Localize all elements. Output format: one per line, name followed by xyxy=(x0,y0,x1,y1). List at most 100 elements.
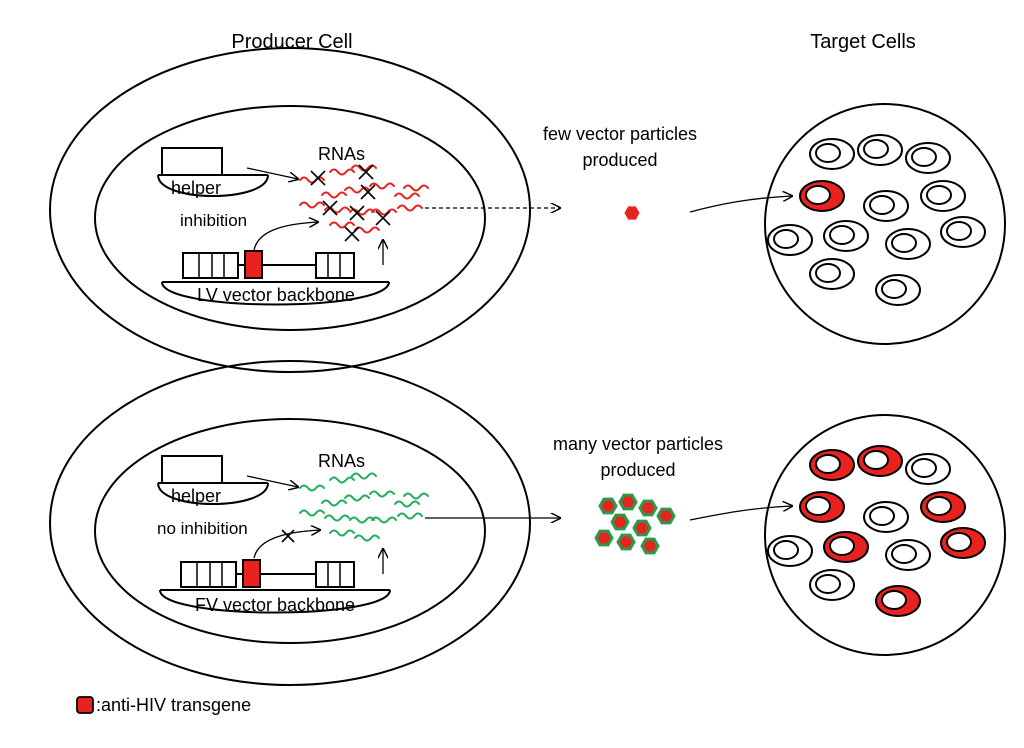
rna-strand xyxy=(371,516,397,524)
rna-strand xyxy=(403,184,429,192)
hexagon-particle-icon xyxy=(638,499,658,517)
top-helper-label: helper xyxy=(171,178,221,198)
target-cell xyxy=(863,501,909,533)
rna-strand xyxy=(324,514,350,522)
target-cell-transduced xyxy=(875,585,921,617)
top-particles-text-line2: produced xyxy=(582,150,657,170)
target-cell-transduced xyxy=(940,527,986,559)
target-cell xyxy=(905,453,951,485)
top-target-cells xyxy=(767,134,986,306)
bottom-inhibition-arrow xyxy=(253,530,320,559)
bottom-producer-cell-outer xyxy=(49,360,531,686)
target-cell-transduced xyxy=(920,491,966,523)
rna-strand xyxy=(299,509,325,517)
rna-strand xyxy=(321,191,347,199)
target-cell xyxy=(767,535,813,567)
target-cell-transduced xyxy=(809,449,855,481)
top-ltr-right xyxy=(315,252,355,279)
bottom-panel: helper RNAs no inhibition xyxy=(49,360,1006,686)
bottom-helper-plasmid: helper xyxy=(157,455,269,506)
bottom-particles-text-line2: produced xyxy=(600,460,675,480)
target-cell xyxy=(767,224,813,256)
rna-strand xyxy=(321,499,347,507)
top-panel: helper RNAs inhibition LV vector b xyxy=(49,47,1006,373)
bottom-particle-group xyxy=(594,493,676,555)
rna-strand xyxy=(369,490,395,498)
top-inhibition-label: inhibition xyxy=(180,211,247,230)
hexagon-particle-icon xyxy=(616,533,636,551)
bottom-ltr-left xyxy=(180,561,237,588)
top-transgene xyxy=(244,250,263,279)
x-mark-icon xyxy=(360,184,376,200)
top-inhibition-arrow xyxy=(253,222,318,251)
bottom-transgene xyxy=(242,559,261,588)
top-target-cell-dish xyxy=(764,103,1006,345)
target-cell xyxy=(885,228,931,260)
top-lv-vector-backbone: LV vector backbone xyxy=(161,250,390,306)
x-mark-icon xyxy=(310,170,326,186)
hexagon-particle-icon xyxy=(594,529,614,547)
hexagon-particle-icon xyxy=(656,507,676,525)
bottom-target-cells xyxy=(767,445,986,617)
rna-strand xyxy=(354,534,380,542)
top-particle-group xyxy=(624,206,640,220)
top-helper-arrow xyxy=(246,167,298,179)
legend-swatch xyxy=(76,696,94,714)
rna-strand xyxy=(371,208,397,216)
hexagon-particle-icon xyxy=(618,493,638,511)
bottom-helper-box xyxy=(161,455,223,484)
bottom-ltr-right xyxy=(315,561,355,588)
legend: :anti-HIV transgene xyxy=(76,695,251,715)
rna-strand xyxy=(329,529,355,537)
x-mark-icon xyxy=(349,205,365,221)
top-producer-cell-nucleus xyxy=(94,105,486,331)
rna-strand xyxy=(394,500,420,508)
rna-strand xyxy=(329,476,355,484)
rna-strand xyxy=(351,472,377,480)
bottom-helper-label: helper xyxy=(171,486,221,506)
legend-text: :anti-HIV transgene xyxy=(96,695,251,715)
hexagon-particle-icon xyxy=(632,519,652,537)
target-cell xyxy=(809,138,855,170)
bottom-target-cell-dish xyxy=(764,414,1006,656)
top-rnas-label: RNAs xyxy=(318,144,365,164)
target-cell xyxy=(857,134,903,166)
target-cell xyxy=(823,220,869,252)
target-cell xyxy=(885,539,931,571)
target-cell xyxy=(905,142,951,174)
bottom-backbone-label: FV vector backbone xyxy=(195,595,355,615)
hexagon-particle-icon xyxy=(624,206,640,220)
rna-strand xyxy=(369,182,395,190)
target-cell xyxy=(940,216,986,248)
rna-strand xyxy=(299,176,325,184)
hexagon-particle-icon xyxy=(598,497,618,515)
bottom-producer-cell-nucleus xyxy=(94,418,486,644)
top-helper-plasmid: helper xyxy=(157,147,269,198)
producer-cell-header: Producer Cell xyxy=(231,31,352,53)
rna-strand xyxy=(403,492,429,500)
x-mark-icon xyxy=(344,226,360,242)
x-mark-icon xyxy=(375,210,391,226)
hexagon-particle-icon xyxy=(640,537,660,555)
rna-strand xyxy=(349,516,375,524)
top-ltr-left xyxy=(182,252,239,279)
rna-strand xyxy=(299,201,325,209)
rna-strand xyxy=(344,186,370,194)
bottom-rna-cluster xyxy=(299,472,429,542)
x-mark-icon xyxy=(358,164,374,180)
bottom-transduction-arrow xyxy=(689,506,792,521)
target-cells-header: Target Cells xyxy=(810,31,916,53)
top-rna-cluster xyxy=(299,164,429,242)
rna-strand xyxy=(397,512,423,520)
rna-strand xyxy=(397,204,423,212)
top-backbone-label: LV vector backbone xyxy=(197,285,355,305)
target-cell xyxy=(863,190,909,222)
rna-strand xyxy=(344,494,370,502)
target-cell xyxy=(920,180,966,212)
rna-strand xyxy=(329,168,355,176)
target-cell-transduced xyxy=(799,180,845,212)
top-particles-text-line1: few vector particles xyxy=(543,124,697,144)
target-cell xyxy=(875,274,921,306)
top-transduction-arrow xyxy=(689,196,792,213)
